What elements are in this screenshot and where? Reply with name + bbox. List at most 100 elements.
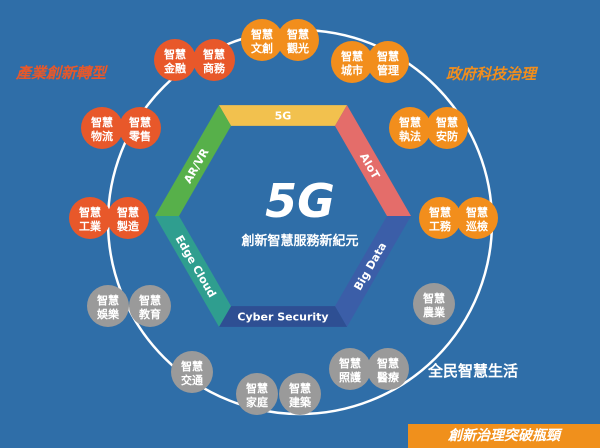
node-circle [279,373,321,415]
node-label-bottom: 零售 [128,129,151,143]
node-label-bottom: 觀光 [287,41,309,55]
node-label-top: 智慧 [181,359,203,373]
node-label-bottom: 文創 [251,41,273,55]
hex-side-5g [219,105,347,126]
node-circle [331,41,373,83]
category-government: 政府科技治理 [446,65,537,83]
node-label-bottom: 製造 [116,219,140,233]
node-label-top: 智慧 [399,115,421,129]
node-label-top: 智慧 [203,47,225,61]
center-subtitle: 創新智慧服務新紀元 [241,234,359,249]
hex-label-5g: 5G [275,110,292,123]
node-label-bottom: 管理 [377,63,399,77]
node-label-top: 智慧 [436,115,458,129]
node-circle [171,351,213,393]
node-label-bottom: 交通 [181,373,203,387]
node-label-bottom: 教育 [138,307,161,321]
node-label-top: 智慧 [341,49,363,63]
category-citizen: 全民智慧生活 [428,362,519,380]
node-circle [329,348,371,390]
category-industry: 產業創新轉型 [16,64,107,82]
node-circle [107,197,149,239]
node-label-top: 智慧 [429,205,451,219]
node-circle [236,373,278,415]
node-label-top: 智慧 [117,205,139,219]
node-label-bottom: 金融 [163,61,186,75]
hex-label-cyber-security: Cyber Security [237,310,328,323]
node-label-bottom: 執法 [399,129,421,143]
node-circle [154,39,196,81]
node-label-top: 智慧 [289,381,311,395]
hex-side-cyber-security [219,306,347,327]
node-circle [367,348,409,390]
node-label-bottom: 物流 [91,129,113,143]
hex-side-big-data [335,216,411,327]
node-label-bottom: 照護 [339,370,362,384]
node-label-top: 智慧 [287,27,309,41]
node-label-bottom: 安防 [436,129,458,143]
node-circle [87,285,129,327]
node-label-top: 智慧 [97,293,119,307]
node-label-top: 智慧 [164,47,186,61]
node-label-top: 智慧 [91,115,113,129]
hex-side-edge-cloud [155,216,231,327]
node-label-top: 智慧 [339,356,361,370]
node-group: 智慧文創智慧觀光智慧城市智慧管理智慧執法智慧安防智慧工務智慧巡檢智慧農業智慧照護… [69,19,498,415]
node-circle [119,107,161,149]
node-label-bottom: 家庭 [246,395,268,409]
node-label-bottom: 建築 [289,395,312,409]
node-circle [426,107,468,149]
node-label-bottom: 商務 [203,61,226,75]
node-label-top: 智慧 [139,293,161,307]
node-label-bottom: 農業 [423,305,446,319]
node-circle [456,197,498,239]
node-label-top: 智慧 [129,115,151,129]
node-circle [419,197,461,239]
node-label-top: 智慧 [377,49,399,63]
node-circle [367,41,409,83]
node-circle [277,19,319,61]
hex-side-ar-vr [155,105,231,216]
node-circle [413,283,455,325]
node-label-bottom: 工業 [79,219,102,233]
node-label-top: 智慧 [423,291,445,305]
node-label-bottom: 巡檢 [466,219,488,233]
node-label-top: 智慧 [251,27,273,41]
node-label-top: 智慧 [466,205,488,219]
hex-side-aiot [335,105,411,216]
node-label-top: 智慧 [246,381,268,395]
footer-banner: 創新治理突破瓶頸 [408,424,600,448]
node-circle [241,19,283,61]
node-label-bottom: 醫療 [377,370,400,384]
node-circle [389,107,431,149]
node-label-bottom: 城市 [341,63,363,77]
node-circle [69,197,111,239]
node-circle [129,285,171,327]
center-title: 5G [265,174,335,228]
node-circle [193,39,235,81]
node-label-bottom: 工務 [429,219,452,233]
node-label-bottom: 娛樂 [96,307,120,321]
